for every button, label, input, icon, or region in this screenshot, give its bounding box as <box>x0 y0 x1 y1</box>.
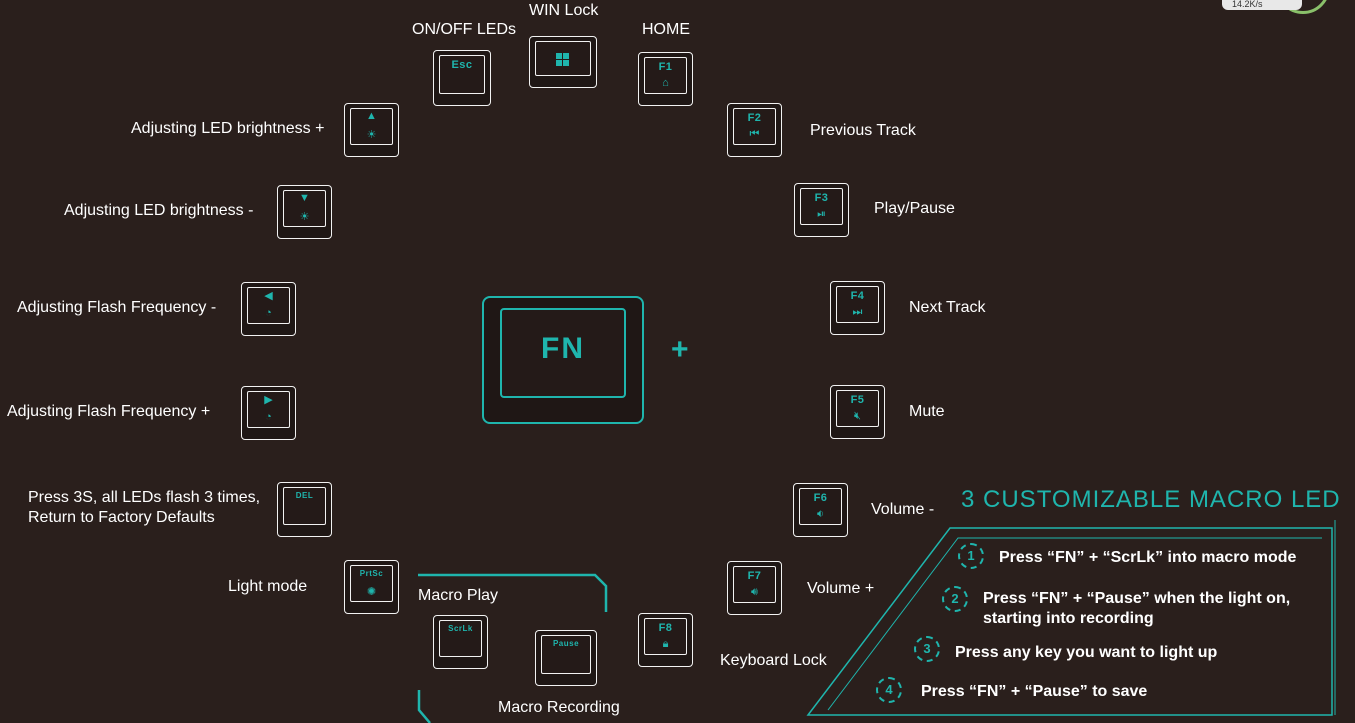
up-arrow-key-label: Adjusting LED brightness + <box>131 120 325 137</box>
f7-key: F7 🔊︎ <box>727 561 782 615</box>
volume-up-icon: 🔊︎ <box>751 586 758 598</box>
next-track-icon: ⏭ <box>852 306 863 318</box>
previous-track-icon: ⏮ <box>749 128 760 140</box>
f6-key-legend: F6 <box>813 492 828 504</box>
prtsc-key-legend: PrtSc <box>359 569 384 578</box>
f5-key-legend: F5 <box>850 394 865 406</box>
del-key-label-line1: Press 3S, all LEDs flash 3 times, <box>28 489 261 506</box>
del-key-legend: DEL <box>295 491 314 500</box>
f3-key-legend: F3 <box>814 192 829 204</box>
f8-key-label: Keyboard Lock <box>720 652 827 669</box>
arrow-down-icon: ▼ <box>299 192 310 204</box>
left-arrow-key-label: Adjusting Flash Frequency - <box>17 299 217 316</box>
step-2-number-icon: 2 <box>942 586 968 612</box>
prtsc-key-label: Light mode <box>228 578 308 595</box>
pause-key: Pause <box>535 630 597 686</box>
f5-key-label: Mute <box>909 403 945 420</box>
prtsc-key: PrtSc ✺ <box>344 560 399 614</box>
f3-key-label: Play/Pause <box>874 200 955 217</box>
f5-key: F5 🔇︎ <box>830 385 885 439</box>
step-3-text: Press any key you want to light up <box>955 644 1218 661</box>
f8-key: F8 🔒︎ <box>638 613 693 667</box>
windows-logo-icon <box>530 53 596 70</box>
esc-key: Esc <box>433 50 491 106</box>
macro-play-label: Macro Play <box>418 587 499 604</box>
home-icon: ⌂ <box>662 77 669 89</box>
right-arrow-key: ▶ ◔ <box>241 386 296 440</box>
volume-down-icon: 🔉︎ <box>817 508 824 520</box>
f8-key-legend: F8 <box>658 622 673 634</box>
win-key <box>529 36 597 88</box>
lock-icon: 🔒︎ <box>662 638 669 650</box>
arrow-up-icon: ▲ <box>366 110 377 122</box>
del-key: DEL <box>277 482 332 537</box>
down-arrow-key-label: Adjusting LED brightness - <box>64 202 254 219</box>
step-2-text-line1: Press “FN” + “Pause” when the light on, <box>983 590 1291 607</box>
scrlk-key-legend: ScrLk <box>448 624 473 633</box>
play-pause-icon: ⏯ <box>817 208 826 220</box>
f1-key-label: HOME <box>642 21 690 38</box>
arrow-right-icon: ▶ <box>264 394 273 406</box>
f6-key-label: Volume - <box>871 501 935 518</box>
f2-key-legend: F2 <box>747 112 762 124</box>
brightness-icon: ☀ <box>299 211 310 223</box>
speed-icon: ◔ <box>265 411 272 423</box>
network-speed-indicator: 14.2K/s <box>1222 0 1302 10</box>
f7-key-label: Volume + <box>807 580 875 597</box>
esc-key-legend: Esc <box>451 59 473 71</box>
macro-panel-title: 3 CUSTOMIZABLE MACRO LED <box>961 486 1341 513</box>
step-2-text-line2: starting into recording <box>983 610 1154 627</box>
mute-icon: 🔇︎ <box>854 410 861 422</box>
right-arrow-key-label: Adjusting Flash Frequency + <box>7 403 211 420</box>
f3-key: F3 ⏯ <box>794 183 849 237</box>
speed-icon: ◔ <box>265 307 272 319</box>
f7-key-legend: F7 <box>747 570 762 582</box>
arrow-left-icon: ◀ <box>264 290 273 302</box>
up-arrow-key: ▲ ☀ <box>344 103 399 157</box>
f4-key-label: Next Track <box>909 299 986 316</box>
pause-key-legend: Pause <box>552 639 580 648</box>
win-key-label: WIN Lock <box>529 2 599 19</box>
f6-key: F6 🔉︎ <box>793 483 848 537</box>
f4-key-legend: F4 <box>850 290 865 302</box>
macro-recording-label: Macro Recording <box>498 699 620 716</box>
fn-key: FN <box>482 296 644 424</box>
f2-key: F2 ⏮ <box>727 103 782 157</box>
down-arrow-key: ▼ ☀ <box>277 185 332 239</box>
fn-key-legend: FN <box>541 332 585 365</box>
step-3-number-icon: 3 <box>914 636 940 662</box>
step-1-number-icon: 1 <box>958 543 984 569</box>
del-key-label-line2: Return to Factory Defaults <box>28 509 215 526</box>
step-4-number-icon: 4 <box>876 677 902 703</box>
f4-key: F4 ⏭ <box>830 281 885 335</box>
esc-key-label: ON/OFF LEDs <box>412 21 517 38</box>
f1-key-legend: F1 <box>658 61 673 73</box>
plus-sign: + <box>671 333 689 366</box>
step-1-text: Press “FN” + “ScrLk” into macro mode <box>999 549 1297 566</box>
light-mode-icon: ✺ <box>366 586 377 598</box>
step-4-text: Press “FN” + “Pause” to save <box>921 683 1148 700</box>
left-arrow-key: ◀ ◔ <box>241 282 296 336</box>
f1-key: F1 ⌂ <box>638 52 693 106</box>
brightness-icon: ☀ <box>366 129 377 141</box>
scrlk-key: ScrLk <box>433 615 488 669</box>
f2-key-label: Previous Track <box>810 122 916 139</box>
